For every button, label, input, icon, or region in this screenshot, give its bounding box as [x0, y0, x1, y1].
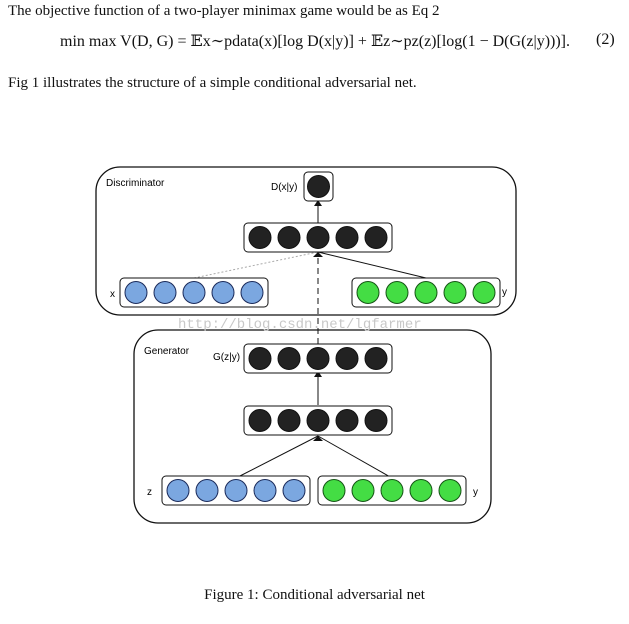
connection-x-to-d-hidden [193, 251, 319, 279]
connection-z-to-g-hidden [235, 435, 319, 479]
arrowhead [314, 200, 322, 206]
d-hidden-units [248, 226, 388, 249]
g-output-label: G(z|y) [213, 352, 240, 363]
generator-label: Generator [144, 346, 190, 357]
arrowhead [314, 371, 322, 377]
connection-y-to-g-hidden [317, 435, 393, 479]
discriminator-box [95, 166, 517, 316]
figure-caption: Figure 1: Conditional adversarial net [204, 587, 425, 603]
generator-box [133, 329, 492, 524]
y-input-units-discriminator [356, 281, 496, 304]
arrowhead [313, 252, 323, 257]
arrowhead [313, 436, 323, 441]
x-input-label: x [110, 289, 115, 300]
intro-text: The objective function of a two-player m… [8, 3, 440, 19]
equation-number: (2) [596, 31, 615, 48]
y-input-label-generator: y [473, 487, 478, 498]
equation-body: min max V(D, G) = 𝔼x∼pdata(x)[log D(x|y)… [60, 33, 571, 50]
objective-equation: min max V(D, G) = 𝔼x∼pdata(x)[log D(x|y)… [60, 31, 570, 51]
figure-reference-text: Fig 1 illustrates the structure of a sim… [8, 75, 417, 91]
z-input-label: z [147, 487, 152, 498]
g-hidden-units [248, 409, 388, 432]
d-output-unit [307, 175, 330, 198]
y-input-units-generator [322, 479, 462, 502]
g-output-units [248, 347, 388, 370]
watermark-text: http://blog.csdn.net/lgfarmer [178, 317, 422, 333]
y-input-label-discriminator: y [502, 287, 507, 298]
discriminator-label: Discriminator [106, 178, 165, 189]
x-input-units [124, 281, 264, 304]
connection-y-to-d-hidden [317, 251, 427, 279]
z-input-units [166, 479, 306, 502]
d-output-label: D(x|y) [271, 182, 297, 193]
